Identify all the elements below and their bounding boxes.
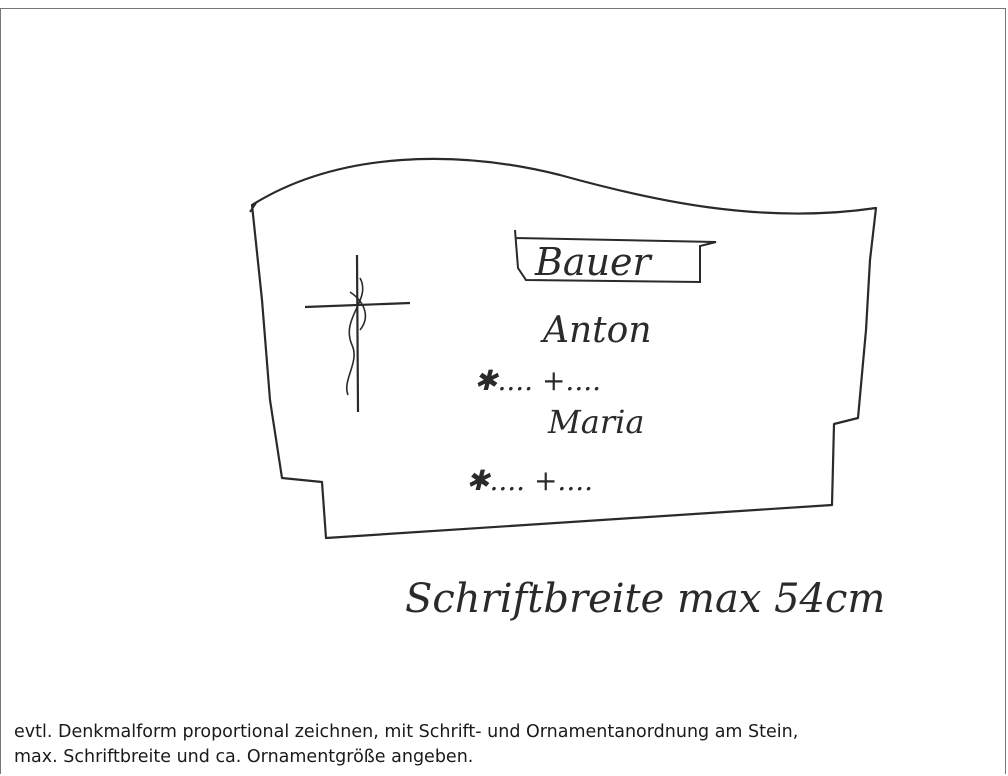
family-name: Bauer [534, 240, 654, 284]
caption: evtl. Denkmalform proportional zeichnen,… [14, 720, 974, 770]
gravestone-outline [250, 157, 878, 540]
name-2: Maria [547, 403, 644, 441]
cross-ornament [304, 254, 411, 413]
width-note: Schriftbreite max 54cm [405, 576, 885, 622]
name-1: Anton [540, 310, 652, 351]
family-name-box [514, 229, 717, 284]
dates-2: ✱.... +.... [466, 464, 593, 497]
caption-line-2: max. Schriftbreite und ca. Ornamentgröße… [14, 747, 474, 767]
dates-1: ✱.... +.... [474, 364, 601, 397]
caption-line-1: evtl. Denkmalform proportional zeichnen,… [14, 722, 799, 742]
form-frame [0, 8, 1006, 774]
